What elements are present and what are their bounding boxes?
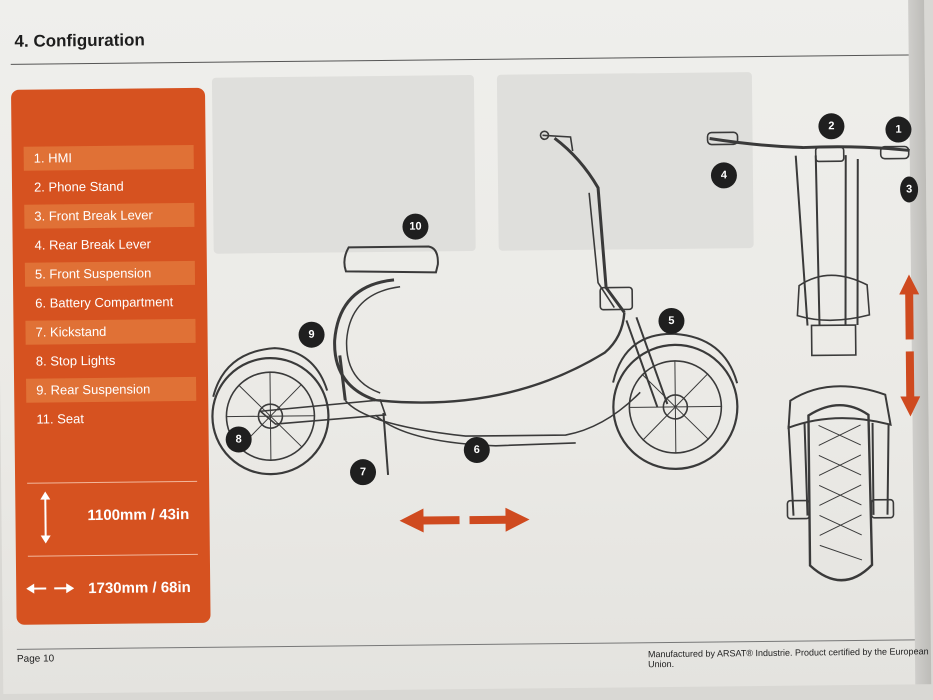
callout-8: 8 (225, 426, 252, 453)
legend-item-front-break-lever: 3. Front Break Lever (24, 202, 195, 229)
scooter-side-view (211, 130, 739, 476)
legend-item-hmi: 1. HMI (23, 144, 194, 171)
legend-panel: 1. HMI 2. Phone Stand 3. Front Break Lev… (11, 87, 211, 625)
length-arrow-icon (399, 507, 530, 533)
page-number: Page 10 (16, 653, 55, 665)
callout-6: 6 (463, 436, 490, 464)
callout-3: 3 (899, 176, 919, 203)
vertical-arrow-icon (40, 491, 51, 544)
callout-7: 7 (349, 459, 377, 486)
page-title: 4. Configuration (14, 30, 145, 51)
horizontal-arrow-icon (26, 583, 75, 594)
callout-10: 10 (402, 213, 429, 240)
callout-2: 2 (818, 113, 845, 140)
height-dimension: 1100mm / 43in (87, 506, 190, 525)
legend-item-seat: 11. Seat (36, 411, 84, 427)
scooter-front-view (706, 131, 910, 582)
legend-item-battery-compartment: 6. Battery Compartment (35, 294, 174, 311)
callout-9: 9 (298, 321, 325, 348)
legend-item-kickstand: 7. Kickstand (25, 318, 196, 345)
legend-item-rear-break-lever: 4. Rear Break Lever (34, 236, 152, 253)
callout-4: 4 (710, 162, 738, 189)
length-dimension: 1730mm / 68in (88, 578, 191, 598)
footer-text: Manufactured by ARSAT® Industrie. Produc… (647, 646, 929, 670)
legend-item-rear-suspension: 9. Rear Suspension (26, 376, 197, 403)
callout-5: 5 (658, 307, 685, 335)
legend-item-front-suspension: 5. Front Suspension (24, 260, 196, 287)
height-arrow-icon (899, 274, 921, 417)
legend-item-stop-lights: 8. Stop Lights (35, 352, 116, 369)
legend-separator (27, 553, 198, 557)
legend-separator (27, 480, 198, 484)
callout-1: 1 (885, 116, 912, 143)
legend-item-phone-stand: 2. Phone Stand (33, 178, 124, 195)
top-divider (10, 54, 909, 65)
